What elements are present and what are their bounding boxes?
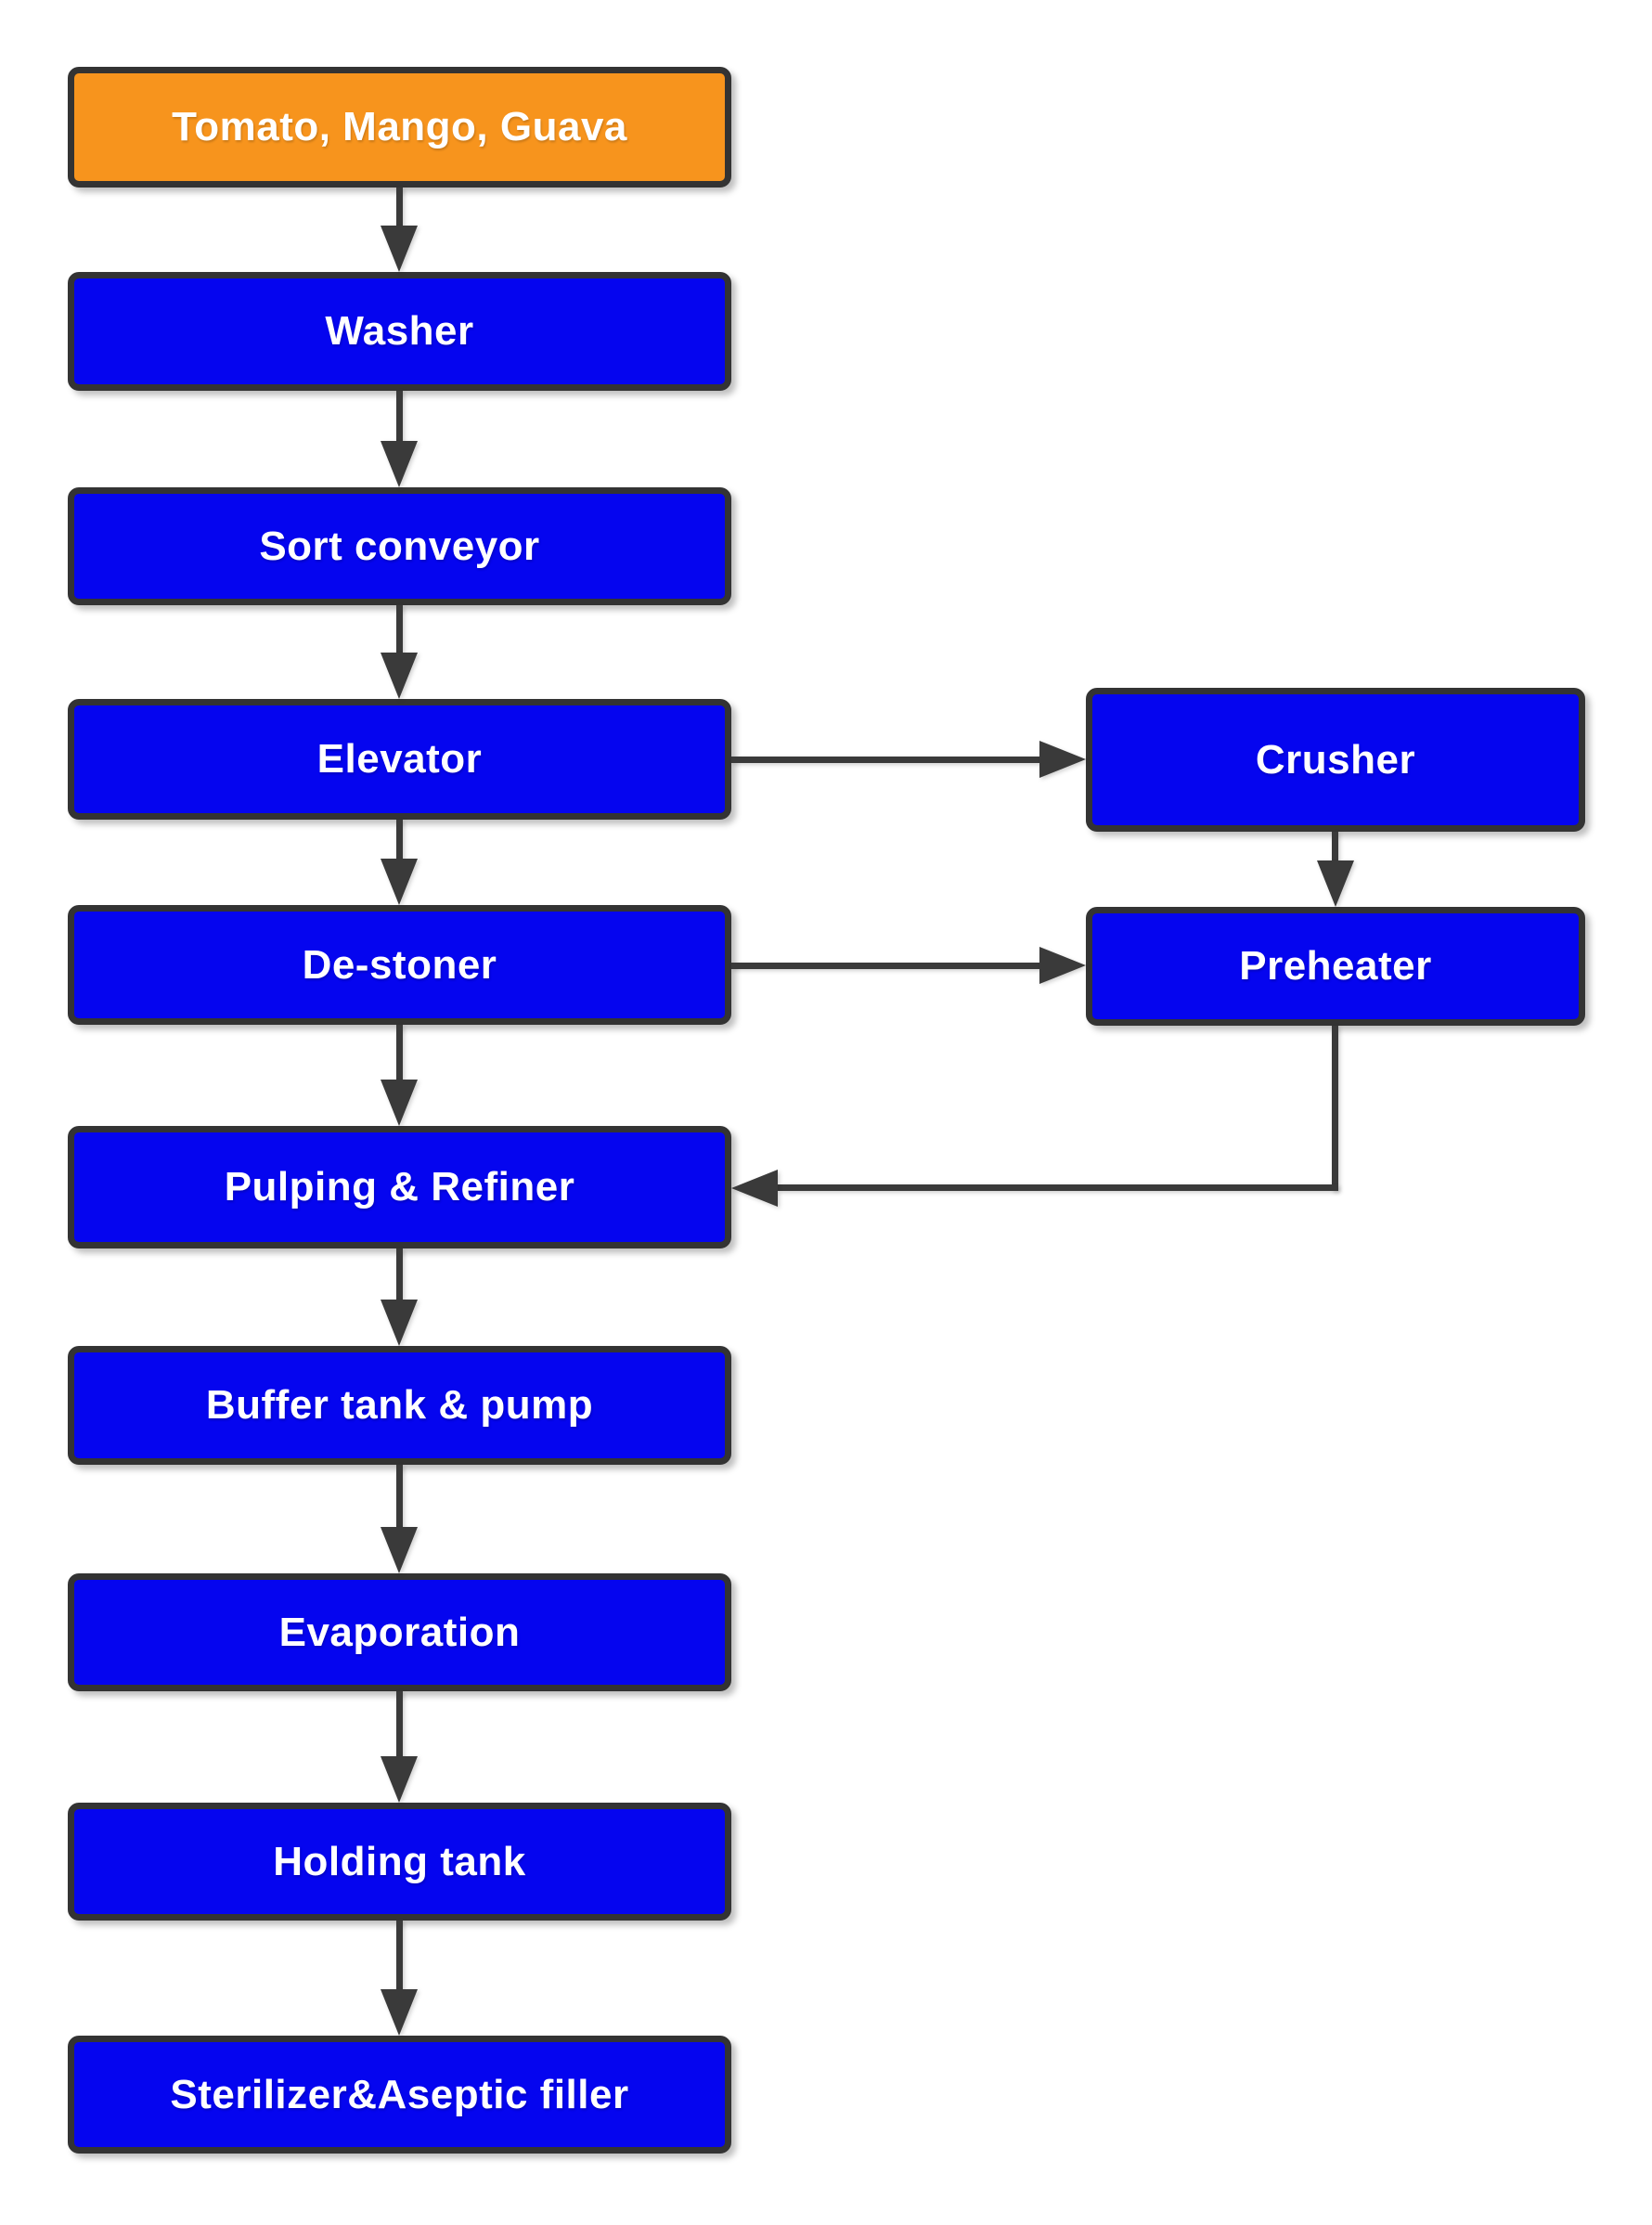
- node-source: Tomato, Mango, Guava: [68, 67, 731, 188]
- arrow-destoner-to-pulping-head: [381, 1080, 418, 1126]
- node-de-stoner-label: De-stoner: [302, 941, 497, 988]
- node-washer-label: Washer: [325, 308, 474, 354]
- node-preheater: Preheater: [1086, 907, 1585, 1026]
- arrow-sort-to-elevator-head: [381, 653, 418, 699]
- node-buffer-tank-pump: Buffer tank & pump: [68, 1346, 731, 1465]
- arrow-washer-to-sort-head: [381, 441, 418, 487]
- arrow-destoner-to-pulping-stem: [396, 1025, 403, 1083]
- arrow-sort-to-elevator-stem: [396, 605, 403, 656]
- arrow-evaporation-to-holding-stem: [396, 1691, 403, 1760]
- node-pulping-refiner: Pulping & Refiner: [68, 1126, 731, 1248]
- arrow-elevator-to-destoner-head: [381, 859, 418, 905]
- node-sterilizer-aseptic-filler: Sterilizer&Aseptic filler: [68, 2036, 731, 2154]
- node-washer: Washer: [68, 272, 731, 391]
- node-sort-conveyor: Sort conveyor: [68, 487, 731, 605]
- node-source-label: Tomato, Mango, Guava: [172, 104, 627, 149]
- arrow-evaporation-to-holding-head: [381, 1756, 418, 1803]
- node-buffer-tank-pump-label: Buffer tank & pump: [205, 1382, 594, 1428]
- node-evaporation-label: Evaporation: [278, 1609, 521, 1655]
- arrow-buffer-to-evaporation-head: [381, 1527, 418, 1573]
- arrow-elevator-to-crusher-head: [1039, 741, 1086, 778]
- node-elevator-label: Elevator: [316, 736, 483, 782]
- arrow-buffer-to-evaporation-stem: [396, 1465, 403, 1531]
- node-crusher: Crusher: [1086, 688, 1585, 832]
- node-crusher-label: Crusher: [1255, 736, 1416, 783]
- arrow-preheater-to-pulping-vertical-stem: [1332, 1026, 1338, 1191]
- node-elevator: Elevator: [68, 699, 731, 820]
- arrow-elevator-to-destoner-stem: [396, 820, 403, 862]
- node-holding-tank: Holding tank: [68, 1803, 731, 1921]
- node-holding-tank-label: Holding tank: [273, 1838, 526, 1884]
- arrow-source-to-washer-stem: [396, 188, 403, 229]
- node-pulping-refiner-label: Pulping & Refiner: [224, 1164, 575, 1210]
- arrow-holding-to-sterilizer-stem: [396, 1921, 403, 1993]
- arrow-holding-to-sterilizer-head: [381, 1989, 418, 2036]
- arrow-crusher-to-preheater-head: [1317, 860, 1354, 907]
- arrow-elevator-to-crusher-stem: [731, 757, 1039, 763]
- node-sort-conveyor-label: Sort conveyor: [259, 523, 540, 569]
- arrow-destoner-to-preheater-head: [1039, 947, 1086, 984]
- arrow-destoner-to-preheater-stem: [731, 963, 1039, 969]
- node-de-stoner: De-stoner: [68, 905, 731, 1025]
- arrow-pulping-to-buffer-head: [381, 1300, 418, 1346]
- arrow-washer-to-sort-stem: [396, 391, 403, 445]
- arrow-crusher-to-preheater-stem: [1332, 832, 1338, 864]
- node-preheater-label: Preheater: [1239, 943, 1432, 989]
- node-sterilizer-aseptic-filler-label: Sterilizer&Aseptic filler: [170, 2071, 629, 2117]
- node-evaporation: Evaporation: [68, 1573, 731, 1691]
- arrow-preheater-to-pulping-horizontal-stem: [778, 1184, 1338, 1191]
- arrow-source-to-washer-head: [381, 226, 418, 272]
- arrow-pulping-to-buffer-stem: [396, 1248, 403, 1303]
- arrow-preheater-to-pulping-head: [731, 1170, 778, 1207]
